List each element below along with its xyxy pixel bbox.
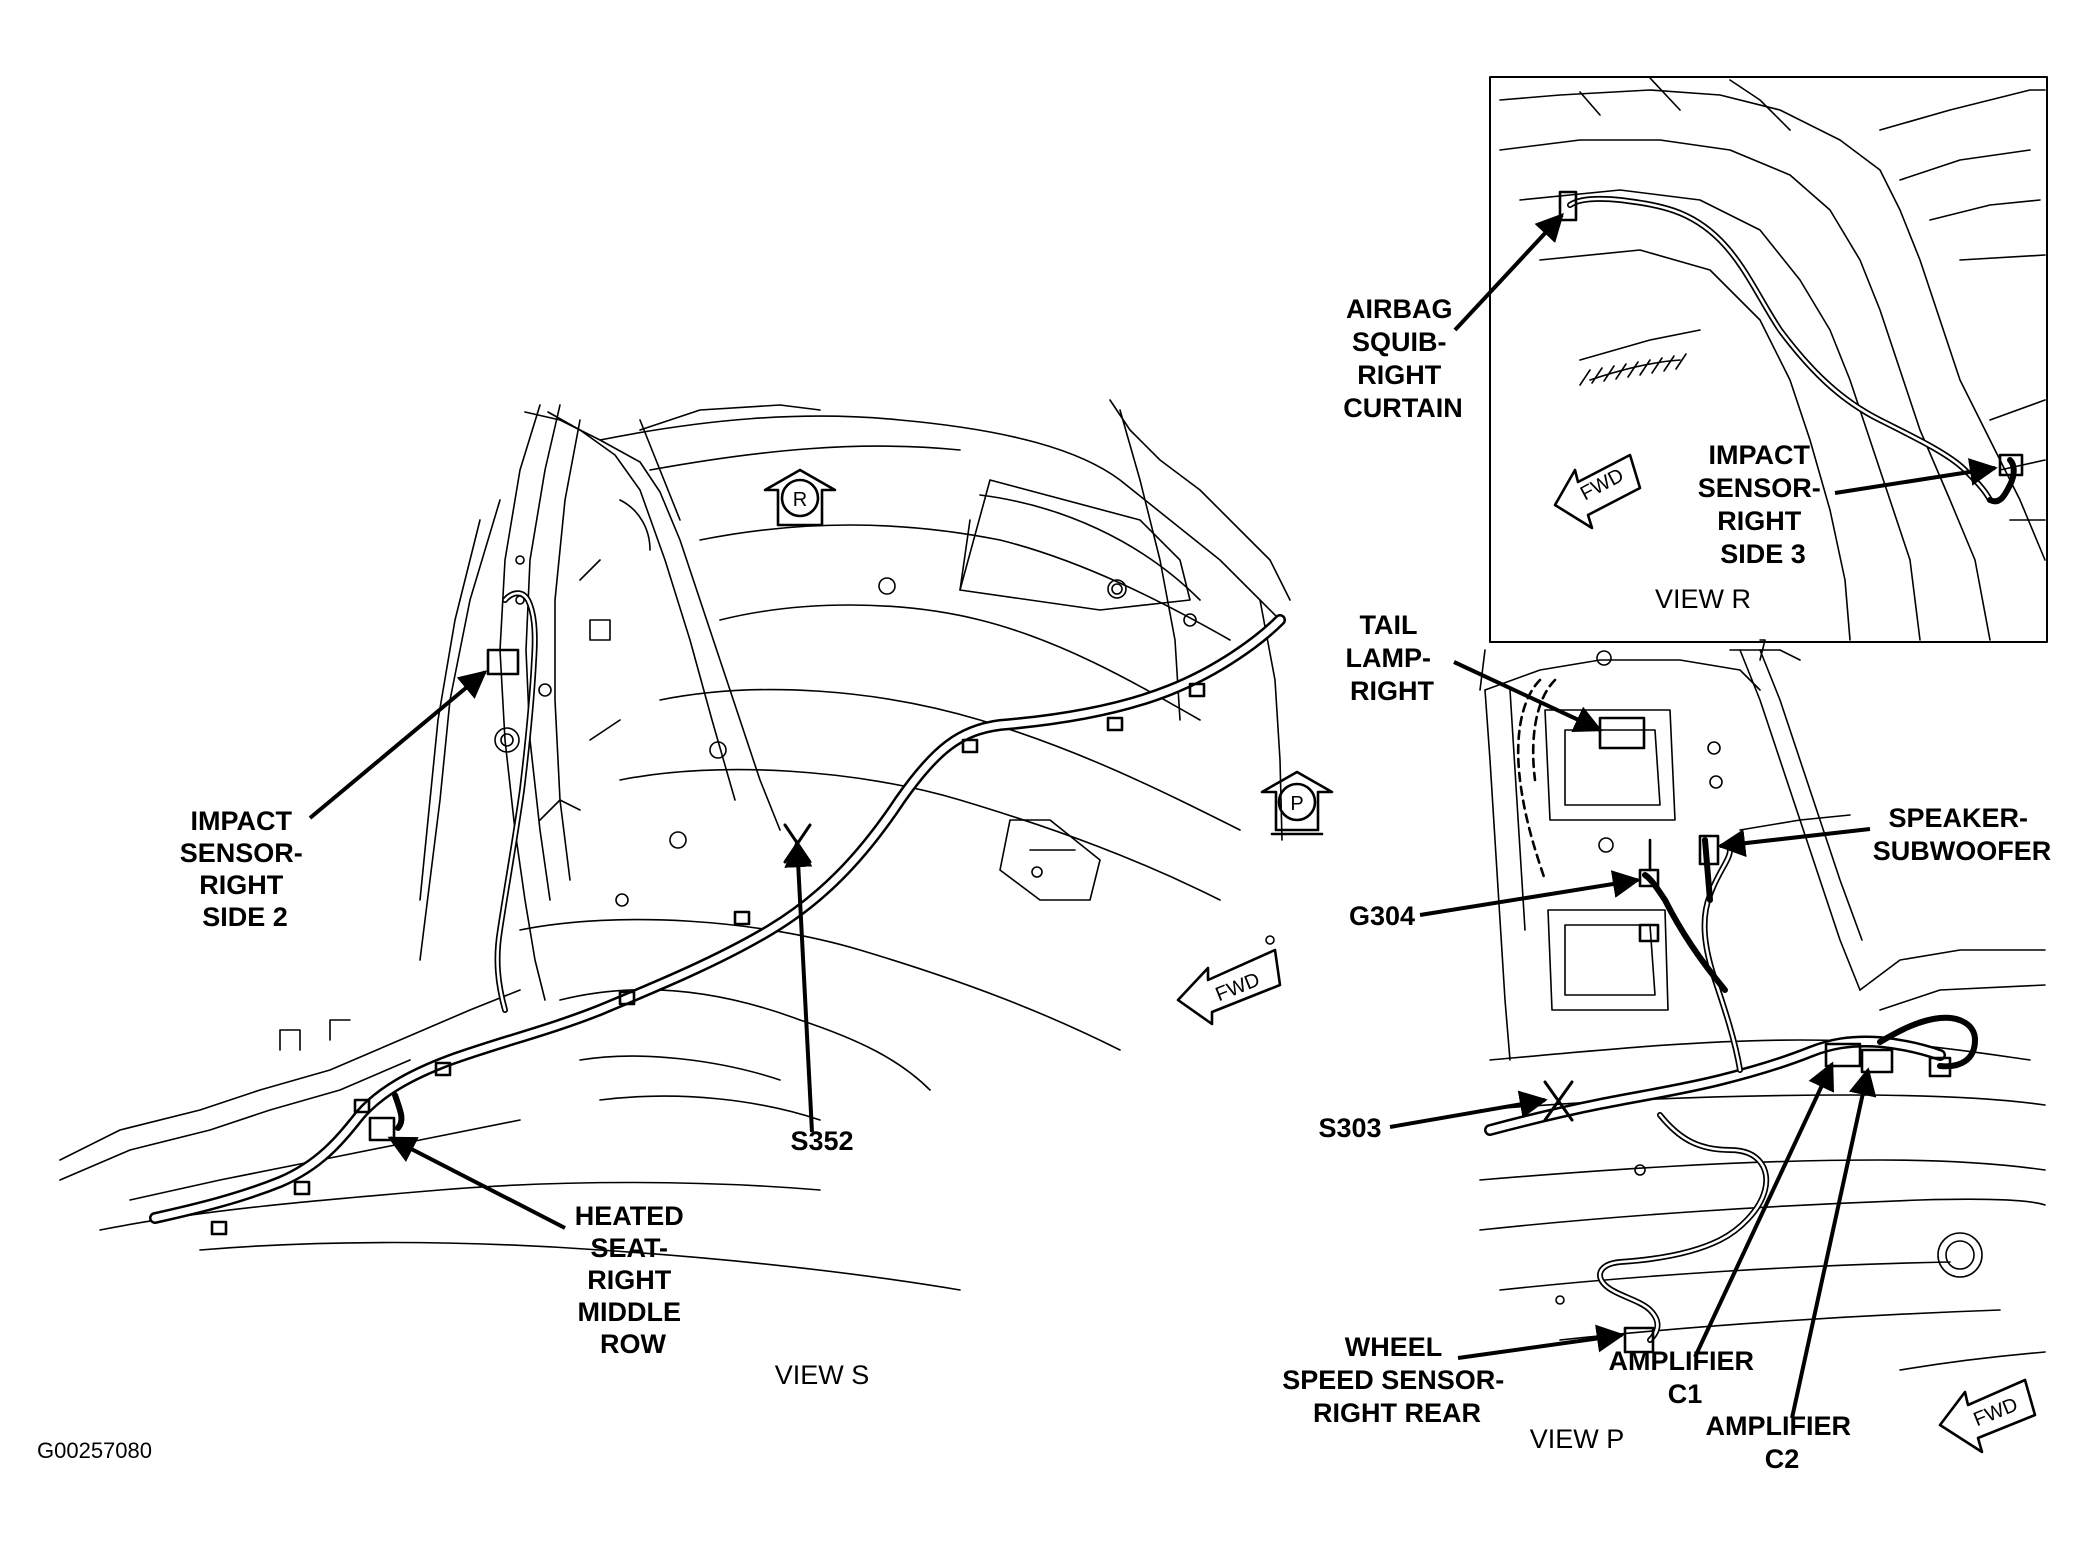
label-heated-seat: HEATED SEAT- RIGHT MIDDLE ROW (575, 1201, 692, 1359)
label-wheel-speed-sensor: WHEEL SPEED SENSOR- RIGHT REAR (1282, 1332, 1512, 1428)
view-s-panel: R P FWD (59, 399, 1334, 1291)
leader-arrows (308, 212, 1998, 1419)
label-amplifier-c2: AMPLIFIER C2 (1705, 1411, 1858, 1474)
amplifier-side-connector (1928, 1056, 1952, 1078)
view-p-body-structure (1479, 639, 2046, 1371)
figure-code: G00257080 (37, 1438, 152, 1463)
impact-sensor-side3-connector (1998, 453, 2024, 477)
view-p-title: VIEW P (1530, 1424, 1625, 1454)
label-airbag-squib: AIRBAG SQUIB- RIGHT CURTAIN (1343, 294, 1462, 423)
arrow-amplifier-c2 (1790, 1067, 1877, 1419)
label-s352: S352 (790, 1126, 853, 1156)
heated-seat-connector (368, 1116, 396, 1142)
arrow-heated-seat (387, 1136, 566, 1230)
fwd-arrow-icon-view-s: FWD (1176, 948, 1282, 1026)
label-amplifier-c1: AMPLIFIER C1 (1608, 1346, 1761, 1409)
label-g304: G304 (1349, 901, 1415, 931)
view-r-body-structure (1499, 77, 2046, 641)
view-r-marker-icon: R (763, 468, 837, 527)
view-r-marker-letter: R (793, 489, 807, 511)
wheel-speed-sensor-connector (1623, 1326, 1655, 1354)
ground-bolt-lower (1638, 923, 1660, 943)
view-s-body-structure (59, 399, 1291, 1291)
arrow-tail-lamp (1453, 660, 1603, 733)
view-p-marker-letter: P (1290, 793, 1303, 815)
arrow-s352 (784, 839, 814, 1133)
label-s303: S303 (1318, 1113, 1381, 1143)
arrow-impact-sensor-side2 (308, 670, 488, 820)
view-r-vent-hatching (1579, 353, 1687, 386)
arrow-airbag-squib (1453, 212, 1564, 332)
tail-lamp-connector (1598, 716, 1646, 750)
view-r-title: VIEW R (1655, 584, 1751, 614)
view-r-frame (1489, 76, 2048, 643)
amplifier-c2-connector (1860, 1048, 1894, 1074)
s303-splice-mark (1543, 1080, 1574, 1122)
amplifier-c1-connector (1824, 1042, 1862, 1068)
view-s-harness-clips (210, 682, 1206, 1236)
component-labels: IMPACT SENSOR- RIGHT SIDE 2 S352 HEATED … (37, 294, 2051, 1474)
fwd-arrow-icon-view-p: FWD (1938, 1378, 2037, 1454)
arrow-s303 (1389, 1090, 1548, 1129)
impact-sensor-side2-connector (486, 648, 520, 676)
arrow-amplifier-c1 (1693, 1061, 1835, 1358)
label-speaker-subwoofer: SPEAKER- SUBWOOFER (1873, 803, 2052, 866)
view-r-panel: FWD (1489, 76, 2048, 643)
label-tail-lamp: TAIL LAMP- RIGHT (1346, 610, 1439, 706)
label-impact-sensor-side2: IMPACT SENSOR- RIGHT SIDE 2 (180, 806, 311, 932)
view-p-panel: FWD (1479, 639, 2046, 1454)
label-impact-sensor-side3: IMPACT SENSOR- RIGHT SIDE 3 (1698, 440, 1829, 569)
arrow-speaker-subwoofer (1717, 827, 1871, 858)
airbag-squib-connector (1558, 190, 1578, 222)
arrow-impact-sensor-side3 (1834, 458, 1998, 495)
view-s-bolts (494, 555, 1275, 945)
arrow-g304 (1419, 870, 1641, 917)
view-s-title: VIEW S (775, 1360, 870, 1390)
fwd-arrow-icon-view-r: FWD (1553, 453, 1642, 530)
arrow-wheel-speed-sensor (1457, 1324, 1625, 1360)
view-p-marker-icon: P (1260, 770, 1334, 836)
view-p-bolts (1555, 650, 1983, 1305)
